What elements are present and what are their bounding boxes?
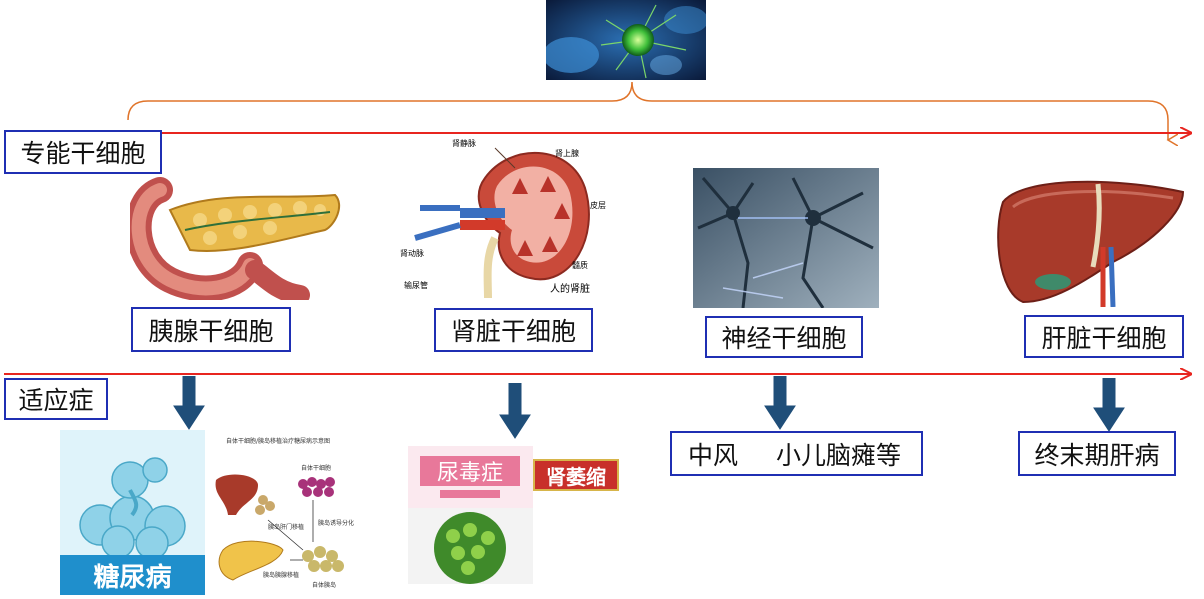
cell-label-pancreas: 胰腺干细胞 xyxy=(131,307,291,352)
label-islet: 自体胰岛 xyxy=(312,582,337,589)
stem-cell-image xyxy=(543,0,708,80)
down-arrow-pancreas xyxy=(173,376,205,430)
label-pancreas-transplant: 胰岛胰腺移植 xyxy=(263,572,300,579)
label-cortex: 皮层 xyxy=(590,201,606,210)
bracket-connector xyxy=(127,81,1168,140)
row-label-stem-cells: 专能干细胞 xyxy=(4,130,162,174)
cell-label-nerve: 神经干细胞 xyxy=(705,316,863,358)
uremia-subbar xyxy=(440,490,500,498)
down-arrow-nerve xyxy=(764,376,796,430)
kidney-image: 肾静脉 肾上腺 皮层 髓质 肾动脉 输尿管 人的肾脏 xyxy=(400,138,610,303)
uremia-image: 尿毒症 xyxy=(408,446,533,584)
row-label-indications: 适应症 xyxy=(4,378,108,420)
nerve-image xyxy=(693,168,879,309)
liver-image xyxy=(993,172,1188,308)
cell-label-liver: 肝脏干细胞 xyxy=(1024,315,1184,358)
label-islet-induce: 胰岛诱导分化 xyxy=(318,520,355,527)
label-adrenal: 肾上腺 xyxy=(555,149,579,158)
label-islet-transplant: 胰岛肝门移植 xyxy=(268,524,305,531)
renal-atrophy-tag: 肾萎缩 xyxy=(533,459,619,491)
label-medulla: 髓质 xyxy=(572,261,588,270)
cell-label-kidney: 肾脏干细胞 xyxy=(434,308,593,352)
indication-stroke: 中风 xyxy=(688,440,739,470)
therapy-figure-title: 自体干细胞/胰岛移植治疗糖尿病示意图 xyxy=(226,438,331,445)
pancreas-image xyxy=(125,170,345,305)
kidney-figure-title: 人的肾脏 xyxy=(550,284,590,295)
indication-label-liver: 终末期肝病 xyxy=(1018,431,1176,476)
diabetes-image: 糖尿病 xyxy=(60,430,205,595)
label-ureter: 输尿管 xyxy=(404,281,428,290)
down-arrow-kidney xyxy=(499,383,531,439)
diabetes-therapy-figure: 自体干细胞/胰岛移植治疗糖尿病示意图 自体干细胞 胰岛肝门移植 胰岛诱导分化 胰… xyxy=(208,430,360,592)
indication-cerebral-palsy: 小儿脑瘫等 xyxy=(776,440,902,470)
indication-label-nerve: 中风 小儿脑瘫等 xyxy=(670,431,923,476)
uremia-title: 尿毒症 xyxy=(420,456,520,486)
label-stem-cell: 自体干细胞 xyxy=(301,465,332,472)
label-renal-vein: 肾静脉 xyxy=(452,139,476,148)
diabetes-banner: 糖尿病 xyxy=(60,555,205,595)
down-arrow-liver xyxy=(1093,378,1125,432)
label-renal-artery: 肾动脉 xyxy=(400,249,424,258)
